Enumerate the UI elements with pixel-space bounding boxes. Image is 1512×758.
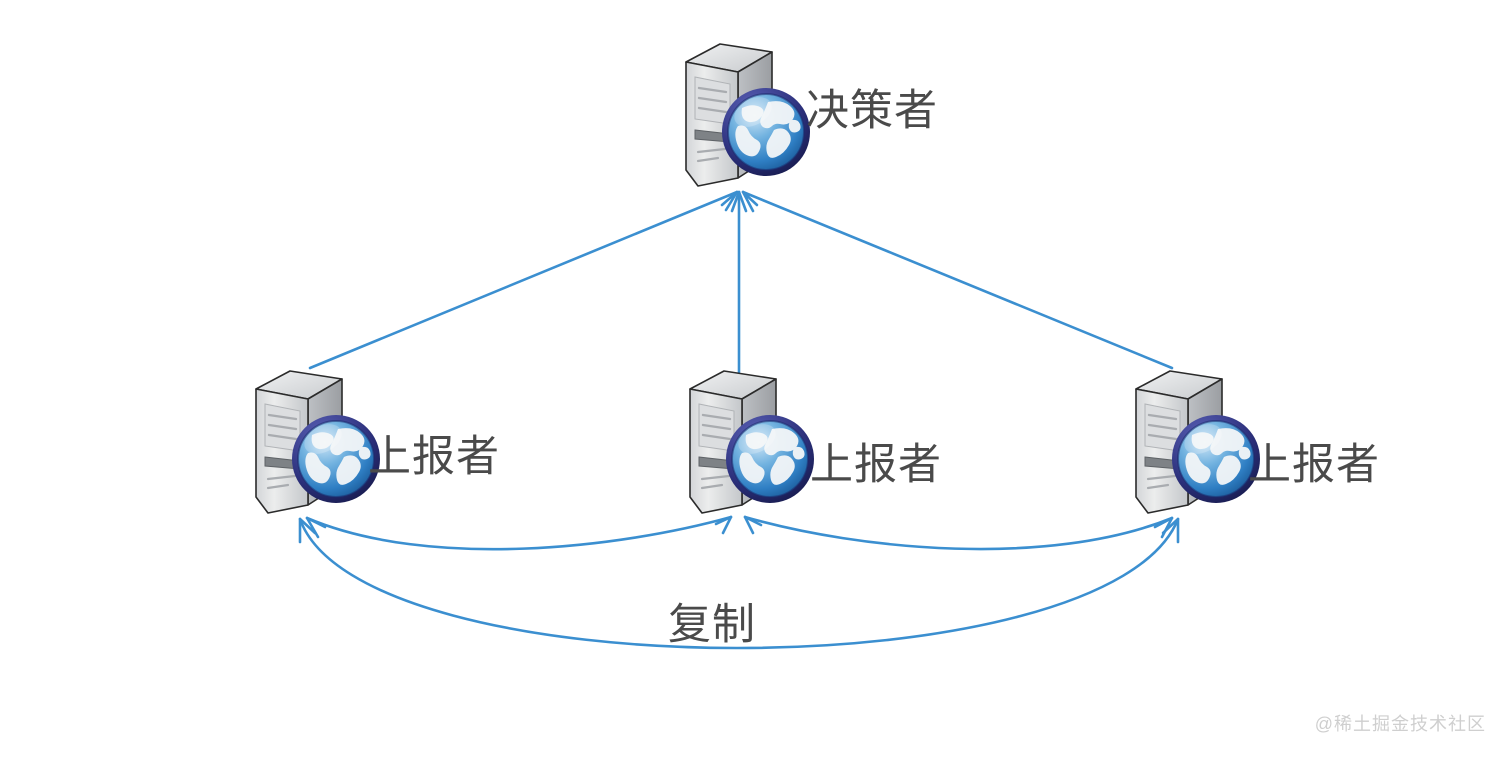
edge-report-right	[741, 190, 1174, 370]
edge-report-left	[308, 190, 739, 370]
server-globe-icon	[254, 369, 382, 515]
edge-replicate-left-right	[298, 517, 1180, 650]
node-label-decider: 决策者	[806, 88, 938, 135]
edge-replicate-center-right	[743, 515, 1174, 551]
edge-replicate-left-center	[305, 515, 733, 551]
server-globe-icon	[684, 42, 812, 188]
edge-label-replication: 复制	[668, 602, 756, 649]
node-label-reporter-center: 上报者	[810, 442, 942, 489]
watermark: @稀土掘金技术社区	[1314, 714, 1486, 734]
node-label-reporter-right: 上报者	[1248, 442, 1380, 489]
server-globe-icon	[688, 369, 816, 515]
edge-report-center	[730, 190, 748, 374]
server-globe-icon	[1134, 369, 1262, 515]
node-label-reporter-left: 上报者	[368, 434, 500, 481]
